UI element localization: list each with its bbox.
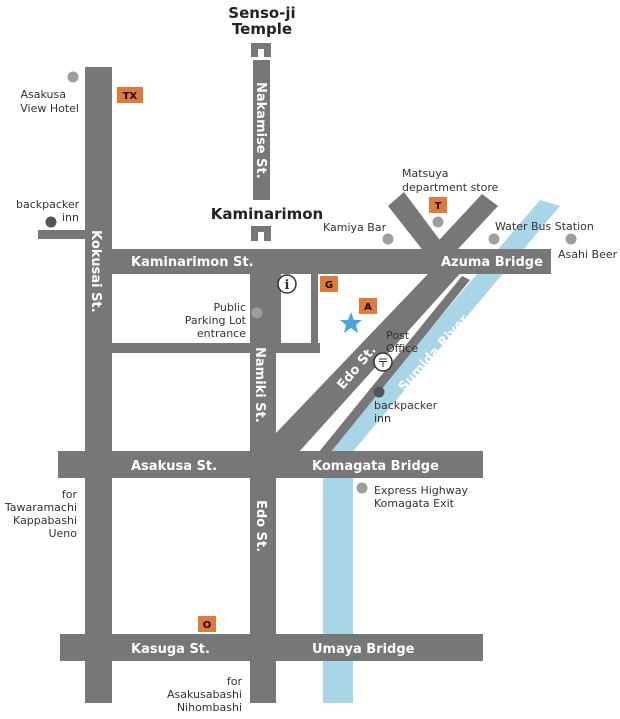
svg-text:T: T (435, 201, 442, 212)
gate-opening (258, 232, 264, 241)
komagata-bridge-label: Komagata Bridge (312, 459, 439, 474)
backpacker-inn-left-label-2: inn (62, 211, 79, 224)
t-badge: T (429, 197, 447, 213)
backpacker-inn-left-label-1: backpacker (16, 198, 80, 211)
kasuga-street-label: Kasuga St. (131, 642, 210, 657)
azuma-bridge-label: Azuma Bridge (441, 255, 543, 270)
for-left-label-4: Ueno (48, 527, 77, 540)
sensoji-title-line1: Senso-ji (228, 4, 295, 22)
gate-opening (258, 49, 264, 57)
post-office-label-2: Office (386, 342, 418, 355)
svg-text:i: i (285, 278, 290, 293)
asahi-beer-label: Asahi Beer (558, 248, 618, 261)
a-badge: A (359, 298, 377, 314)
thin-road-1 (110, 343, 320, 353)
water-bus-station-label: Water Bus Station (495, 220, 594, 233)
thin-road-3 (311, 270, 318, 347)
edo-street-vertical-label: Edo St. (253, 500, 268, 552)
backpacker-inn-right-marker (373, 386, 385, 398)
matsuya-marker (432, 216, 444, 228)
backpacker-inn-right-label-2: inn (374, 412, 391, 425)
info-icon: i (277, 274, 297, 294)
svg-text:〒: 〒 (377, 356, 389, 370)
edo-street-diagonal (276, 254, 465, 453)
water-bus-station-marker (488, 233, 500, 245)
parking-lot-label-3: entrance (197, 327, 246, 340)
asakusa-view-hotel-label-2: View Hotel (20, 102, 79, 115)
asakusa-view-hotel-label-1: Asakusa (21, 88, 66, 101)
g-badge: G (320, 276, 338, 292)
namiki-street (250, 270, 276, 703)
matsuya-road-left (388, 192, 448, 262)
for-bottom-label-3: Nihombashi (177, 701, 242, 714)
sumida-river-lower (323, 455, 353, 703)
kaminarimon-street (110, 249, 551, 274)
for-left-label-2: Tawaramachi (4, 501, 77, 514)
umaya-bridge-label: Umaya Bridge (312, 642, 415, 657)
expressway-label-2: Komagata Exit (374, 497, 455, 510)
for-left-label-1: for (62, 488, 78, 501)
svg-text:A: A (364, 302, 372, 313)
parking-lot-label-2: Parking Lot (185, 314, 247, 327)
asahi-beer-marker (565, 233, 577, 245)
thin-diagonal-road (318, 276, 470, 453)
o-badge: O (198, 616, 216, 632)
kamiya-bar-label: Kamiya Bar (323, 221, 387, 234)
backpacker-inn-left-marker (45, 216, 57, 228)
thin-road-2 (275, 270, 281, 347)
asakusa-street (58, 451, 483, 478)
kamiya-bar-marker (382, 233, 394, 245)
asakusa-street-label: Asakusa St. (131, 459, 217, 474)
namiki-street-label: Namiki St. (252, 347, 267, 423)
backpacker-spur-road (38, 230, 88, 239)
svg-text:TX: TX (123, 91, 138, 102)
matsuya-label-1: Matsuya (402, 167, 449, 180)
kaminarimon-street-label: Kaminarimon St. (131, 255, 254, 270)
nakamise-street (253, 60, 270, 200)
kasuga-street (60, 634, 483, 661)
parking-lot-marker (251, 307, 263, 319)
backpacker-inn-right-label-1: backpacker (374, 399, 438, 412)
nakamise-street-label: Nakamise St. (253, 82, 268, 179)
svg-text:O: O (203, 620, 212, 631)
expressway-label-1: Express Highway (374, 484, 468, 497)
kokusai-street (85, 67, 112, 703)
kaminarimon-title: Kaminarimon (211, 205, 323, 223)
matsuya-label-2: department store (402, 181, 499, 194)
for-bottom-label-1: for (227, 675, 243, 688)
post-office-label-1: Post (386, 329, 410, 342)
svg-text:G: G (325, 280, 333, 291)
sensoji-title-line2: Temple (232, 20, 292, 38)
matsuya-road-right (428, 194, 498, 264)
parking-lot-label-1: Public (213, 301, 246, 314)
for-left-label-3: Kappabashi (13, 514, 77, 527)
destination-star-icon (340, 312, 362, 333)
tx-badge: TX (117, 87, 143, 103)
post-office-icon: 〒 (373, 352, 393, 372)
for-bottom-label-2: Asakusabashi (167, 688, 242, 701)
asakusa-view-hotel-marker (67, 71, 79, 83)
expressway-exit-marker (356, 482, 368, 494)
kokusai-street-label: Kokusai St. (88, 230, 103, 313)
